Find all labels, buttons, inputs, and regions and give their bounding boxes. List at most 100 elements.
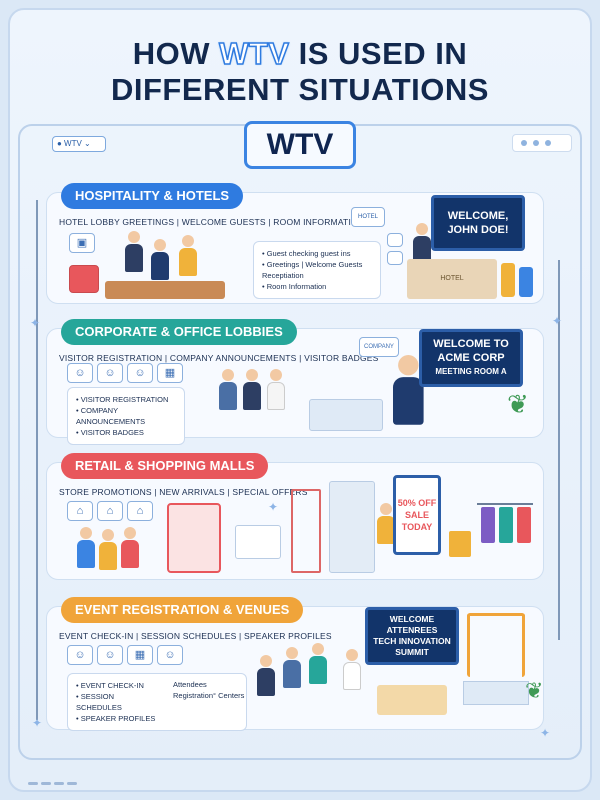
receptionist-person (393, 355, 424, 425)
suitcase-icon: ▣ (69, 233, 95, 253)
right-connector-line (558, 260, 560, 640)
hotel-staff-person (125, 231, 143, 272)
stage-platform (463, 681, 529, 705)
store-door (329, 481, 375, 573)
guest-person (151, 239, 169, 280)
product-display (235, 525, 281, 559)
display-line: WELCOME ATTENREES (386, 614, 438, 635)
feature-list: EVENT CHECK-IN SESSION SCHEDULES SPEAKER… (67, 673, 247, 731)
office-person (219, 369, 237, 410)
small-tile-icon (387, 251, 403, 265)
user-icon: ☺ (67, 645, 93, 665)
section-heading: EVENT REGISTRATION & VENUES (61, 597, 304, 623)
section-heading: RETAIL & SHOPPING MALLS (61, 453, 269, 479)
feature-item: Room Information (262, 281, 372, 292)
storefront-icon: ⌂ (97, 501, 123, 521)
office-person (243, 369, 261, 410)
feature-list: Guest checking guest ins Greetings | Wel… (253, 241, 381, 299)
display-line: WELCOME TO (433, 338, 509, 350)
kiosk-line: 50% OFF (397, 498, 437, 508)
attendee-person (257, 655, 275, 696)
title-line-2: DIFFERENT SITUATIONS (111, 72, 489, 107)
attendee-person (309, 643, 327, 684)
display-line: MEETING ROOM A (435, 367, 507, 376)
shopper-person (121, 527, 139, 568)
bag-icon (449, 531, 471, 557)
company-sign: COMPANY (359, 337, 399, 357)
plant-icon: ❦ (507, 389, 529, 419)
hotel-sign-label: HOTEL (357, 214, 378, 220)
title-suffix: IS USED IN (289, 36, 468, 71)
feature-item: SESSION SCHEDULES (76, 691, 156, 713)
feature-item: Attendees (173, 680, 207, 689)
clothing-rack (477, 503, 533, 553)
display-line: JOHN DOE! (447, 224, 509, 236)
section-subline: VISITOR REGISTRATION | COMPANY ANNOUNCEM… (59, 353, 379, 363)
kiosk-line: SALE (404, 510, 429, 520)
hotel-staff-person (413, 223, 431, 264)
storefront-icon: ⌂ (67, 501, 93, 521)
section-subline: EVENT CHECK-IN | SESSION SCHEDULES | SPE… (59, 631, 332, 641)
shirt-icon (481, 507, 495, 543)
display-line: ACME CORP (437, 352, 505, 364)
title-prefix: HOW (132, 36, 220, 71)
user-icon: ☺ (97, 645, 123, 665)
clothing-rack (291, 489, 321, 573)
wtv-dropdown[interactable]: ● WTV ⌄ (52, 136, 106, 152)
building-icon (351, 207, 385, 227)
section-heading: HOSPITALITY & HOTELS (61, 183, 244, 209)
section-hospitality: HOSPITALITY & HOTELS HOTEL LOBBY GREETIN… (46, 183, 544, 304)
shopper-person (377, 503, 395, 544)
welcome-display: WELCOME TO ACME CORP MEETING ROOM A (419, 329, 523, 387)
suitcase-icon (519, 267, 533, 297)
suitcase-icon (501, 263, 515, 297)
left-connector-line (36, 200, 38, 720)
display-line: TECH INNOVATION (373, 636, 451, 646)
section-corporate: CORPORATE & OFFICE LOBBIES VISITOR REGIS… (46, 319, 544, 445)
small-tile-icon (387, 233, 403, 247)
sparkle-icon: ✦ (32, 716, 43, 730)
feature-item: COMPANY ANNOUNCEMENTS (76, 405, 176, 427)
feature-item: Greetings | Welcome Guests Receptiation (262, 259, 372, 281)
feature-item: Registration° Centers (173, 691, 245, 700)
user-icon: ☺ (97, 363, 123, 383)
section-subline: STORE PROMOTIONS | NEW ARRIVALS | SPECIA… (59, 487, 308, 497)
shirt-icon (499, 507, 513, 543)
window-controls (512, 134, 572, 152)
storefront-icon: ⌂ (127, 501, 153, 521)
hotel-desk: HOTEL (407, 259, 497, 299)
building-icon: ▦ (157, 363, 183, 383)
feature-list: VISITOR REGISTRATION COMPANY ANNOUNCEMEN… (67, 387, 185, 445)
welcome-display: WELCOME, JOHN DOE! (431, 195, 525, 251)
reception-desk (105, 281, 225, 299)
sparkle-icon: ✦ (540, 726, 551, 740)
user-icon: ☺ (67, 363, 93, 383)
kiosk-line: TODAY (401, 522, 433, 532)
progress-dashes (28, 772, 80, 790)
shirt-icon (517, 507, 531, 543)
title-accent: WTV (218, 35, 290, 72)
sale-kiosk: 50% OFF SALE TODAY (393, 475, 441, 555)
registration-desk (377, 685, 447, 715)
attendee-person (283, 647, 301, 688)
section-heading: CORPORATE & OFFICE LOBBIES (61, 319, 297, 345)
control-dot-icon (533, 140, 539, 146)
sparkle-icon: ✦ (552, 314, 563, 328)
sparkle-icon: ✦ (30, 316, 41, 330)
storefront (167, 503, 221, 573)
sparkle-icon: ✦ (268, 500, 279, 514)
feature-item: SPEAKER PROFILES (76, 713, 156, 724)
attendee-person (343, 649, 361, 690)
feature-list-secondary: Attendees Registration° Centers (173, 679, 244, 701)
section-event: EVENT REGISTRATION & VENUES EVENT CHECK-… (46, 597, 544, 731)
user-icon: ☺ (157, 645, 183, 665)
building-icon: ▦ (127, 645, 153, 665)
feature-item: Guest checking guest ins (262, 248, 372, 259)
feature-item: VISITOR REGISTRATION (76, 394, 176, 405)
shopper-person (77, 527, 95, 568)
display-line: WELCOME, (447, 210, 509, 222)
section-retail: RETAIL & SHOPPING MALLS STORE PROMOTIONS… (46, 453, 544, 580)
feature-item: EVENT CHECK-IN (76, 680, 156, 691)
page-title: HOW WTV IS USED IN DIFFERENT SITUATIONS (0, 35, 600, 108)
user-icon: ☺ (127, 363, 153, 383)
